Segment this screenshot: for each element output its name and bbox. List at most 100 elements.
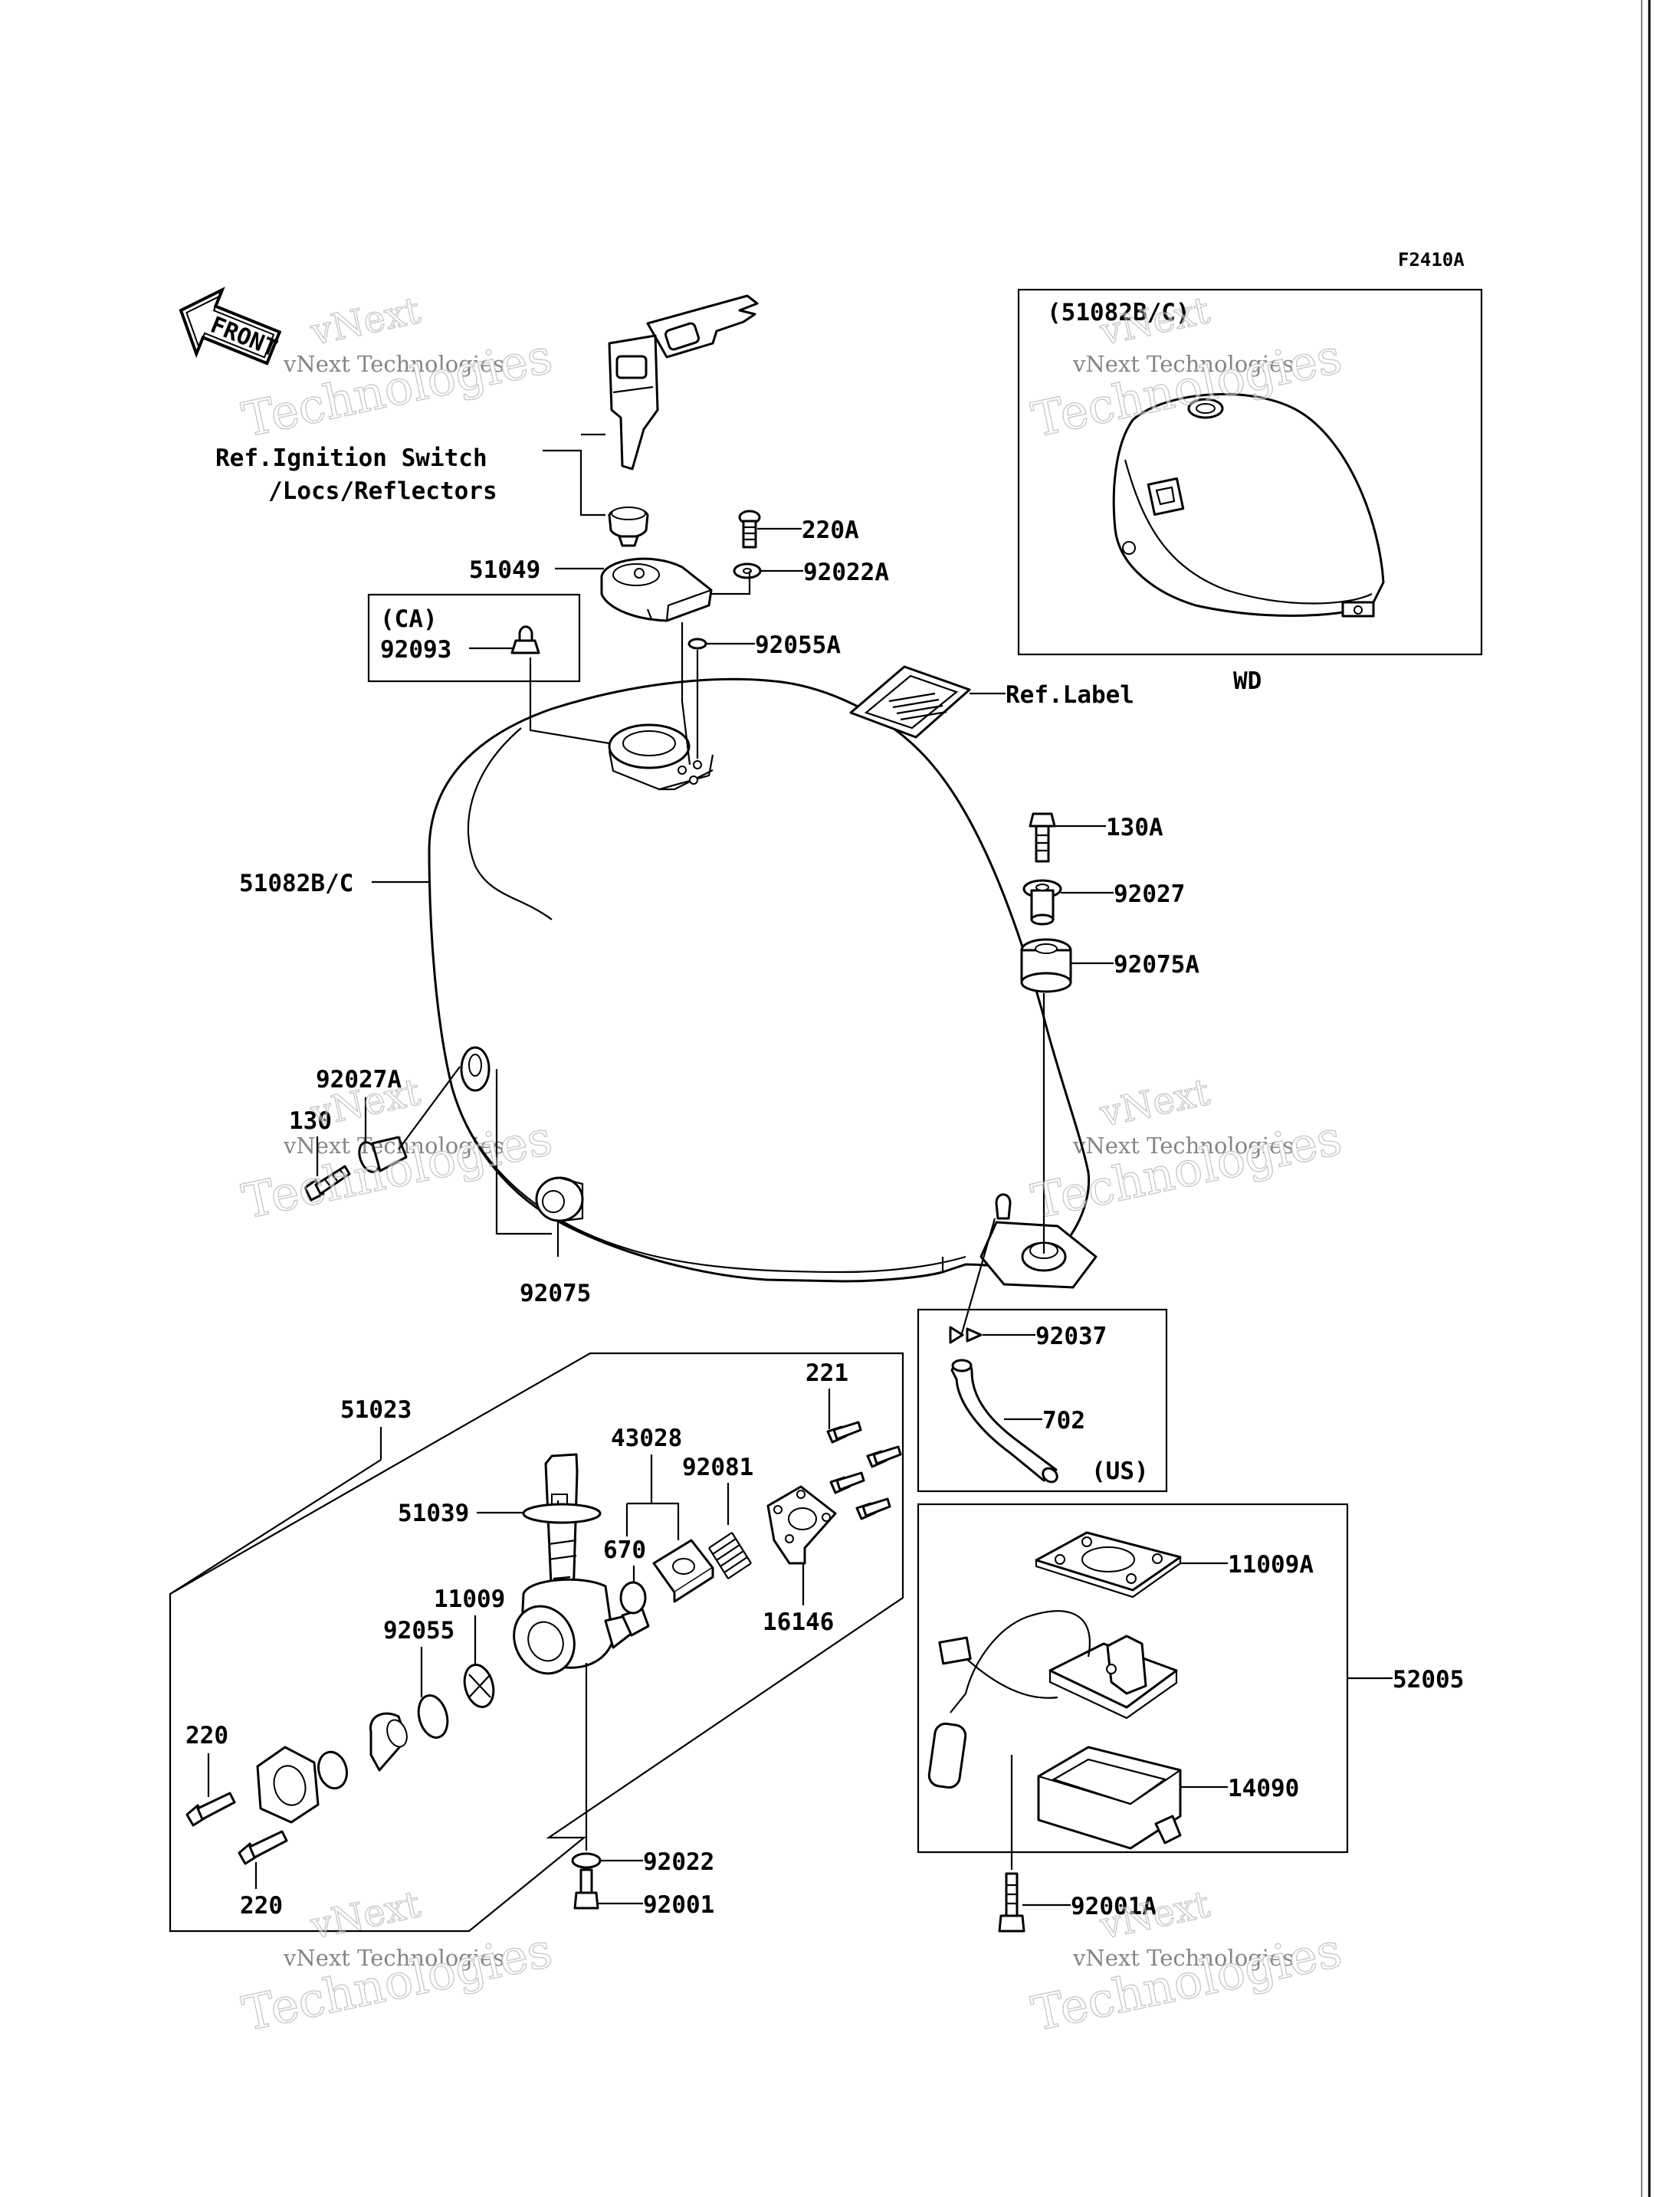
part-670: 670 <box>603 1536 646 1564</box>
part-14090: 14090 <box>1228 1775 1299 1802</box>
bolt-130-icon <box>304 1165 351 1202</box>
gasket-11009A-icon <box>1035 1531 1182 1599</box>
clip-92037-icon <box>949 1326 983 1344</box>
breather-hose-702-icon <box>950 1359 1058 1484</box>
svg-text:Technologies: Technologies <box>1027 1922 1347 2042</box>
collar-92027-icon <box>1022 879 1062 926</box>
screw-220b-icon <box>238 1830 288 1865</box>
watermark-4: vNext vNext Technologies Technologies <box>1026 1070 1347 1230</box>
svg-text:vNext Technologies: vNext Technologies <box>1072 1945 1294 1971</box>
part-130: 130 <box>289 1107 332 1135</box>
wd-inset-caption: WD <box>1233 667 1262 695</box>
watermark-1: vNext vNext Technologies Technologies <box>237 288 557 448</box>
part-92001: 92001 <box>643 1891 714 1919</box>
valve-92093-icon <box>510 625 540 654</box>
ref-label: Ref.Label <box>1006 681 1134 709</box>
bolt-92001A-icon <box>998 1872 1025 1933</box>
part-16146: 16146 <box>763 1608 834 1636</box>
part-92022: 92022 <box>643 1848 714 1876</box>
screw-220A-icon <box>738 510 761 549</box>
spring-92081-icon <box>708 1532 752 1579</box>
part-92001A: 92001A <box>1071 1893 1157 1920</box>
oring-670-icon <box>619 1581 647 1615</box>
vent-leader <box>960 1218 996 1334</box>
ca-tank-leader <box>529 657 610 745</box>
ignition-key-drawing <box>608 294 759 547</box>
ignition-bracket-line <box>543 433 605 516</box>
front-arrow-icon: FRONT <box>179 287 282 366</box>
part-51082BC: 51082B/C <box>239 870 353 897</box>
wd-fuel-tank-drawing <box>1112 392 1385 618</box>
wd-inset-box <box>1017 288 1483 656</box>
fuel-tank-51082BC-drawing <box>428 677 1098 1289</box>
part-92022A: 92022A <box>803 559 889 586</box>
front-mount-leader <box>398 1066 552 1235</box>
cap-51049-icon <box>600 557 713 622</box>
screw-221-icon <box>826 1421 902 1520</box>
part-220A: 220A <box>802 516 859 544</box>
filter-icon <box>369 1712 408 1772</box>
cover-16146-icon <box>766 1485 837 1565</box>
flange-icon <box>256 1746 320 1824</box>
cap-leader <box>711 571 751 595</box>
watermark-5: vNext vNext Technologies Technologies <box>237 1882 557 2042</box>
ca-inset-box <box>367 593 581 683</box>
part-130A: 130A <box>1106 814 1163 841</box>
washer-92022-icon <box>571 1852 602 1869</box>
part-92055A: 92055A <box>755 631 841 659</box>
part-43028: 43028 <box>611 1425 682 1452</box>
washer-92055A-icon <box>687 638 707 650</box>
damper-92075A-icon <box>1020 938 1072 993</box>
collar-92027A-icon <box>358 1136 408 1173</box>
part-92075: 92075 <box>520 1280 591 1307</box>
oring-small-icon <box>317 1750 348 1790</box>
part-52005: 52005 <box>1393 1666 1464 1694</box>
svg-text:vNext Technologies: vNext Technologies <box>1072 351 1294 377</box>
svg-text:vNext: vNext <box>1096 1071 1213 1136</box>
part-220a: 220 <box>185 1722 228 1749</box>
damper-92075-icon <box>535 1176 584 1222</box>
part-92037: 92037 <box>1035 1323 1107 1350</box>
part-11009: 11009 <box>434 1585 505 1613</box>
wd-inset-ref: (51082B/C) <box>1047 299 1190 326</box>
fuel-cock-body-icon: + <box>513 1453 650 1675</box>
bolt-130A-icon <box>1029 812 1056 863</box>
svg-text:vNext: vNext <box>307 289 424 354</box>
part-92081: 92081 <box>682 1454 753 1481</box>
part-51039: 51039 <box>398 1500 469 1527</box>
part-702: 702 <box>1042 1407 1085 1435</box>
diaphragm-43028-icon <box>652 1539 714 1603</box>
bolt-92001-icon <box>573 1868 599 1910</box>
svg-text:vNext Technologies: vNext Technologies <box>283 1133 504 1159</box>
cap-tank-leader <box>681 622 691 766</box>
gasket-11009-icon <box>463 1664 495 1708</box>
us-inset-box <box>917 1308 1168 1493</box>
screw-220a-icon <box>185 1792 236 1827</box>
part-51049: 51049 <box>469 556 540 584</box>
part-92027: 92027 <box>1114 880 1185 908</box>
ref-label-icon <box>849 665 971 739</box>
ca-inset-tag: (CA) <box>380 605 438 633</box>
oring-92055-icon <box>417 1694 449 1739</box>
diagram-id: F2410A <box>1398 249 1465 271</box>
part-221: 221 <box>806 1359 848 1387</box>
ref-locks-reflectors: /Locs/Reflectors <box>268 477 497 505</box>
part-220b: 220 <box>240 1892 283 1920</box>
sender-unit-icon <box>927 1610 1178 1789</box>
part-11009A: 11009A <box>1228 1551 1314 1579</box>
svg-text:vNext Technologies: vNext Technologies <box>1072 1133 1294 1159</box>
svg-text:Technologies: Technologies <box>238 1110 557 1230</box>
svg-text:Technologies: Technologies <box>238 328 557 448</box>
part-92055: 92055 <box>383 1617 454 1644</box>
fuel-cock-assembly-outline <box>169 1352 904 1933</box>
part-51023: 51023 <box>340 1396 412 1424</box>
svg-text:vNext: vNext <box>307 1883 424 1948</box>
svg-text:vNext Technologies: vNext Technologies <box>283 1945 504 1971</box>
us-inset-tag: (US) <box>1091 1458 1149 1485</box>
part-92093: 92093 <box>380 636 451 664</box>
svg-text:vNext Technologies: vNext Technologies <box>283 351 504 377</box>
gasket-14090-icon <box>1037 1746 1182 1850</box>
svg-text:Technologies: Technologies <box>238 1922 557 2042</box>
part-92075A: 92075A <box>1114 951 1199 979</box>
